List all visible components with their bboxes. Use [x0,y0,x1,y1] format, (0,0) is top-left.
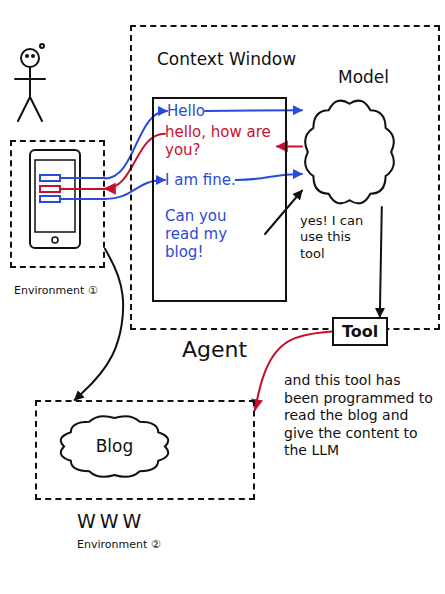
node-label: Hello [167,102,205,120]
message: Hello [167,102,205,120]
node-label: Agent [182,337,247,363]
node-label: Context Window [157,49,296,69]
node-label: Tool [342,322,378,341]
flow-arrow [105,111,167,178]
node-label: Blog [96,436,134,456]
flow-arrow [205,109,302,112]
flow-arrow [236,174,302,180]
message: I am fine. [165,171,236,189]
blog-cloud: Blog [57,414,172,479]
model-cloud: Model [302,97,397,207]
stick-figure [15,44,45,121]
agent-region: AgentContext WindowHellohello, how are y… [130,25,440,330]
message: Can you read my blog! [165,207,265,261]
environment-box: WWWEnvironment ②Blog [35,400,255,500]
flow-arrow [75,249,124,400]
flow-arrow [380,207,382,317]
node-label: hello, how are you? [165,123,277,159]
context-window: Context WindowHellohello, how are you?I … [152,97,287,302]
node-label: Model [338,67,389,87]
cloud-outline [302,97,397,207]
node-label: Environment ① [14,284,98,297]
node-label: WWW [77,510,145,533]
tool-box: Tool [332,317,388,346]
node-label: I am fine. [165,171,236,189]
cloud-outline [305,101,394,204]
node-label: Can you read my blog! [165,207,265,261]
annotation-note: and this tool has been programmed to rea… [284,372,434,460]
message: hello, how are you? [165,123,277,159]
cloud-outline [61,416,168,477]
environment-box: Environment ① [10,140,105,268]
flow-arrow [277,145,302,147]
flow-arrow [105,180,165,199]
node-sublabel: Environment ② [77,538,161,551]
phone [30,150,105,248]
speech-note: yes! I can use this tool [300,213,374,262]
flow-arrow [265,191,302,235]
